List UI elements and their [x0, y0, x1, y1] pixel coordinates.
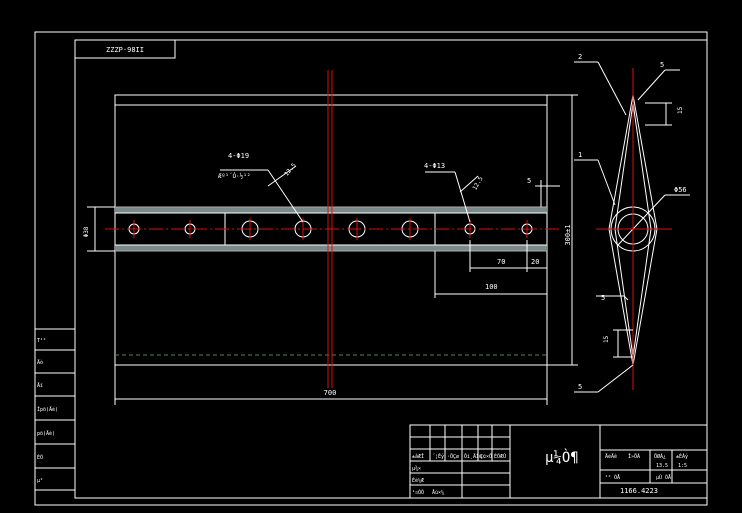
leader-2: 2 [578, 53, 582, 61]
code-box [74, 39, 176, 59]
tb-mid-5: ÈÕÆÚ [494, 452, 506, 460]
right-holes-label: 4-Φ13 [424, 162, 445, 170]
side-corner-top: 15 [677, 106, 684, 114]
right-holes-angle: 12.5 [471, 175, 484, 191]
height-label: 300±1 [564, 224, 572, 245]
tb-right-1: ÄéÄê [605, 453, 617, 460]
leader-5-bot: 5 [578, 383, 582, 391]
strip-label-2: Äò [37, 359, 43, 366]
tb-row-1: ±âÆÎ [412, 453, 424, 460]
strip-label-3: Äï [37, 382, 43, 389]
strip-label-6: ÈÕ [37, 453, 43, 461]
side-corner-bot: 15 [603, 335, 610, 343]
tb-scale-1: 13.5 [656, 463, 668, 469]
tube [115, 206, 547, 252]
tb-row-2: µ¾× [412, 466, 421, 472]
tb-mid-3: Ôí¸ÄÌü [464, 453, 482, 460]
leader-1: 1 [578, 151, 582, 159]
title-main: µ¼Ò¶ [545, 448, 579, 466]
title-block [409, 424, 708, 499]
left-strip [35, 328, 75, 491]
tb-mid-2: ·ÖÇø [447, 453, 459, 460]
inner-frame [74, 39, 708, 499]
tb-mid-4: Ç©×Ö [480, 453, 492, 460]
tb-right-2: Î»ÖÃ [628, 453, 640, 460]
strip-label-1: T¹² [37, 338, 46, 344]
pitch-a-label: 70 [497, 258, 505, 266]
tb-sheet-2: µÚ ÕÅ [656, 474, 671, 481]
span-label: 100 [485, 283, 498, 291]
side-gap: 5 [601, 294, 605, 302]
tb-mid-1: ´¦Êý [432, 452, 444, 460]
tb-sheet: ¹² ÕÅ [605, 474, 620, 481]
side-hole-dia: Φ56 [674, 186, 687, 194]
code-label: ZZZP·98II [106, 46, 144, 54]
outer-frame [34, 31, 708, 506]
pitch-b-label: 20 [531, 258, 539, 266]
left-holes-angle: 12.5 [283, 162, 298, 178]
tube-diameter-label: Φ38 [83, 226, 90, 237]
tb-row-3: Éè¼Æ [412, 476, 424, 484]
main-plate [114, 94, 548, 366]
tb-row-4: ¹¤ÒÕ [412, 489, 424, 496]
tb-scale-2: 1:5 [678, 463, 687, 469]
tb-drawing-no: 1166.4223 [620, 487, 658, 495]
left-holes-note: Æº¹´Ó·½¹² [218, 173, 251, 180]
strip-label-4: Ípö(Äé) [37, 405, 58, 413]
total-length-label: 700 [324, 389, 337, 397]
edge-offset-label: 5 [527, 177, 531, 185]
tb-right-4: ±ÈÀý [676, 452, 688, 460]
left-holes-label: 4-Φ19 [228, 152, 249, 160]
leader-5-top: 5 [660, 61, 664, 69]
tb-right-3: ÖØÁ¿ [654, 453, 666, 460]
strip-label-5: pö(Äé) [37, 430, 55, 437]
strip-label-7: µ² [37, 478, 43, 484]
tb-row-5: Åú×¼ [432, 489, 444, 496]
